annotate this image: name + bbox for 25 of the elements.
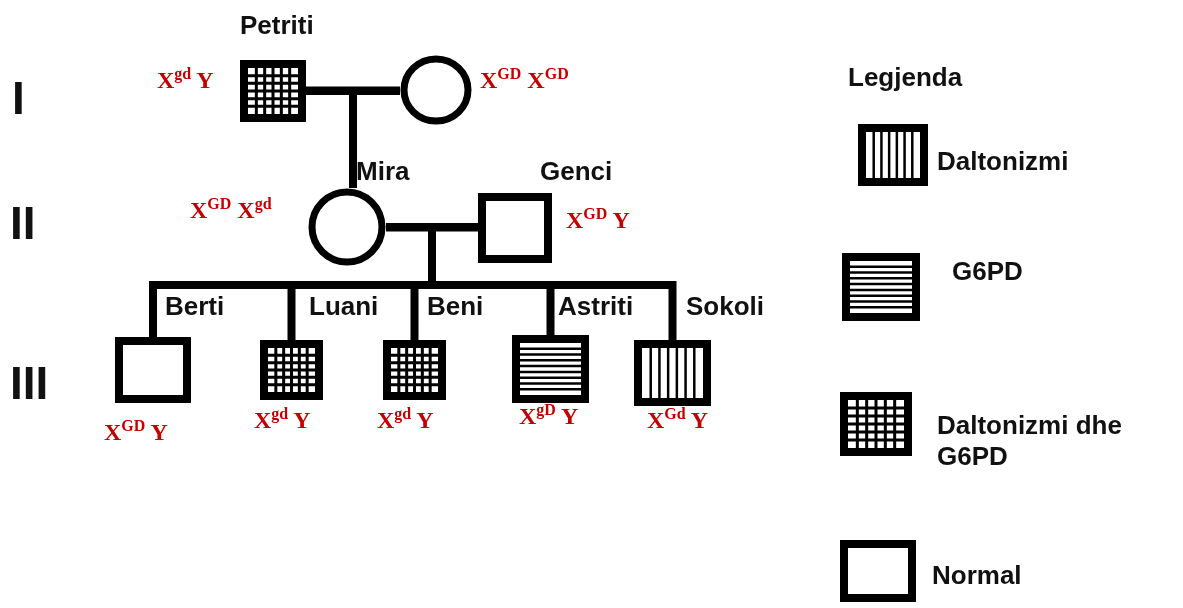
person-name: Mira xyxy=(356,158,410,184)
person-name: Beni xyxy=(427,293,484,319)
genotype: X$^{GD}$ X$^{gd}$ xyxy=(190,198,272,222)
genotype: X$^{gD}$ Y xyxy=(519,404,579,428)
person-name: Petriti xyxy=(240,12,314,38)
genotype: X$^{GD}$ X$^{GD}$ xyxy=(480,68,569,92)
genotype: X$^{gd}$ Y xyxy=(377,408,434,432)
legend-label: G6PD xyxy=(952,256,1024,288)
legend-title: Legjenda xyxy=(848,62,964,94)
person-name: Sokoli xyxy=(686,293,764,319)
person-name: Genci xyxy=(540,158,613,184)
person-name: Astriti xyxy=(558,293,634,319)
genotype: X$^{GD}$ Y xyxy=(104,420,168,444)
person-name: Berti xyxy=(165,293,225,319)
genotype: X$^{Gd}$ Y xyxy=(647,408,709,432)
legend-label: Daltonizmi xyxy=(937,146,1070,178)
generation-label: III xyxy=(10,360,49,406)
person-name: Luani xyxy=(309,293,379,319)
legend-label: Normal xyxy=(932,560,1023,592)
genotype: X$^{gd}$ Y xyxy=(254,408,311,432)
generation-label: II xyxy=(10,200,36,246)
legend-label: Daltonizmi dhe G6PD xyxy=(937,410,1123,473)
genotype: X$^{GD}$ Y xyxy=(566,208,630,232)
generation-label: I xyxy=(12,75,25,121)
genotype: X$^{gd}$ Y xyxy=(157,68,214,92)
